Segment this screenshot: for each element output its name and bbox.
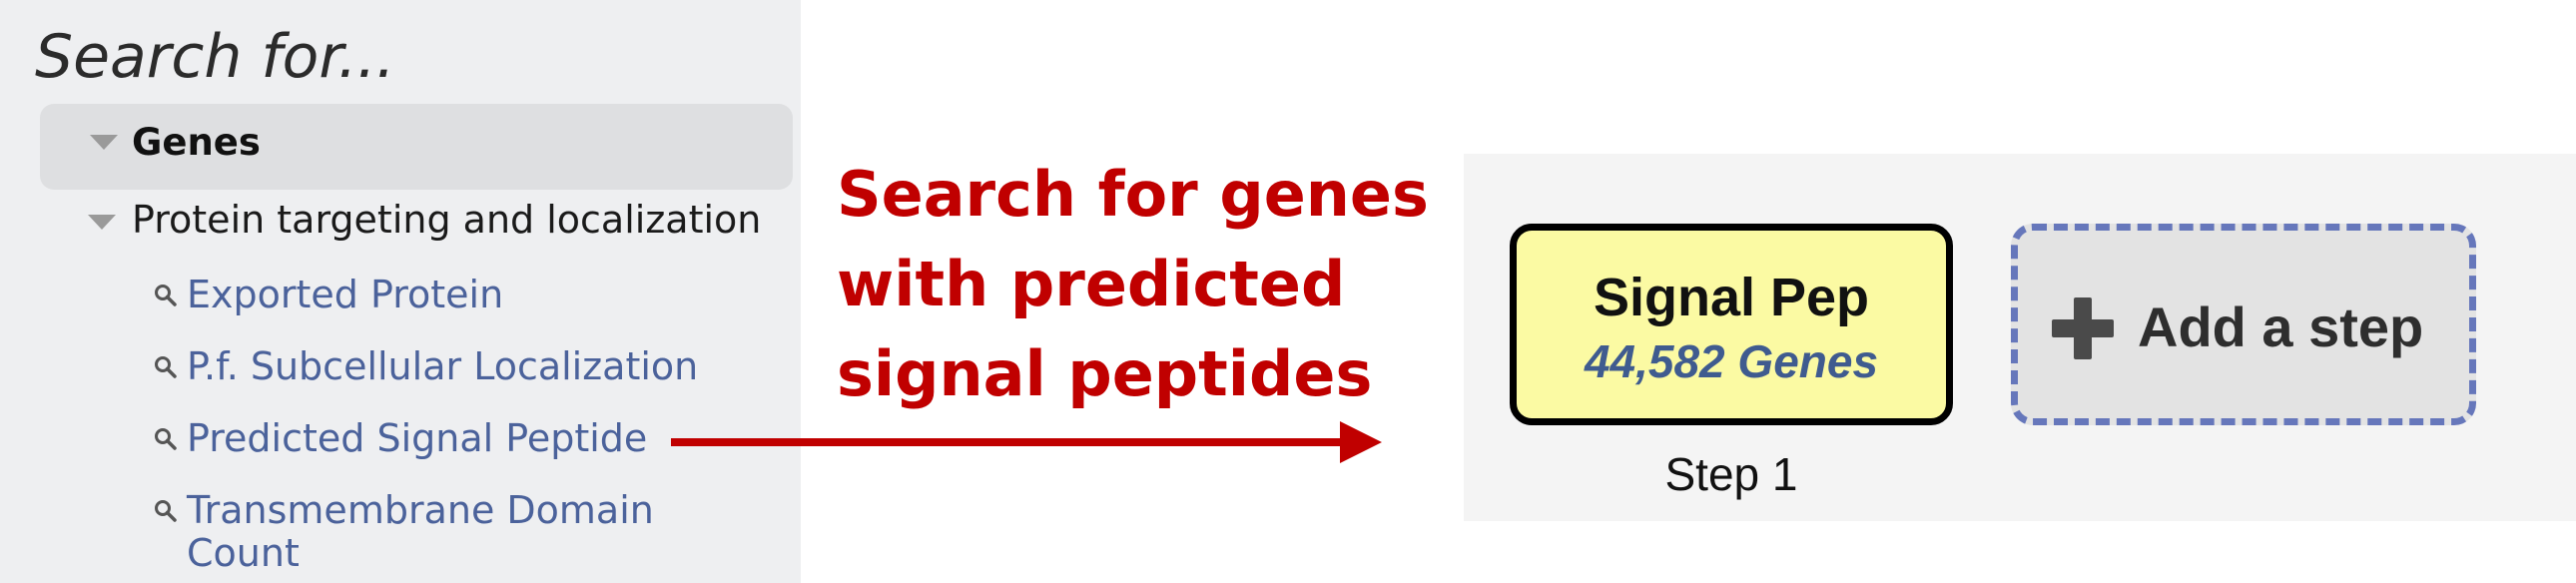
category-protein-targeting[interactable]: Protein targeting and localization [88,198,787,248]
annotation-arrow [671,421,1382,463]
caret-down-icon[interactable] [88,215,116,230]
step-box[interactable]: Signal Pep 44,582 Genes [1510,224,1953,425]
record-type-label: Genes [132,121,261,164]
search-item-label[interactable]: Exported Protein [187,273,504,316]
search-item-transmembrane-domain-count[interactable]: Transmembrane Domain Count [150,489,709,575]
search-item-label[interactable]: P.f. Subcellular Localization [187,344,699,388]
panel-title: Search for... [35,22,395,92]
add-step-label: Add a step [2138,295,2424,358]
plus-icon [2052,297,2114,359]
caret-down-icon[interactable] [90,135,118,150]
record-type-genes[interactable]: Genes [40,104,793,190]
annotation-line: Search for genes [837,158,1429,231]
search-icon [155,428,177,450]
step-result-count[interactable]: 44,582 Genes [1584,335,1879,387]
step-number-label: Step 1 [1664,448,1798,500]
search-item-predicted-signal-peptide[interactable]: Predicted Signal Peptide [150,417,749,460]
annotation-text: Search for genes with predicted signal p… [837,150,1429,419]
search-icon [155,285,177,306]
annotation-line: signal peptides [837,337,1373,410]
search-icon [155,500,177,522]
category-label: Protein targeting and localization [132,198,762,242]
search-icon [155,356,177,378]
search-item-label[interactable]: Transmembrane Domain Count [187,488,654,575]
strategy-panel: Signal Pep 44,582 Genes Step 1 Add a ste… [1464,154,2576,521]
add-step-button[interactable]: Add a step [2011,224,2476,425]
search-item-label[interactable]: Predicted Signal Peptide [187,416,648,460]
step-name: Signal Pep [1593,268,1870,327]
search-item-pf-subcellular-localization[interactable]: P.f. Subcellular Localization [150,345,749,388]
annotation-line: with predicted [837,248,1346,320]
search-item-exported-protein[interactable]: Exported Protein [150,274,749,316]
search-panel: Search for... Genes Protein targeting an… [0,0,801,583]
